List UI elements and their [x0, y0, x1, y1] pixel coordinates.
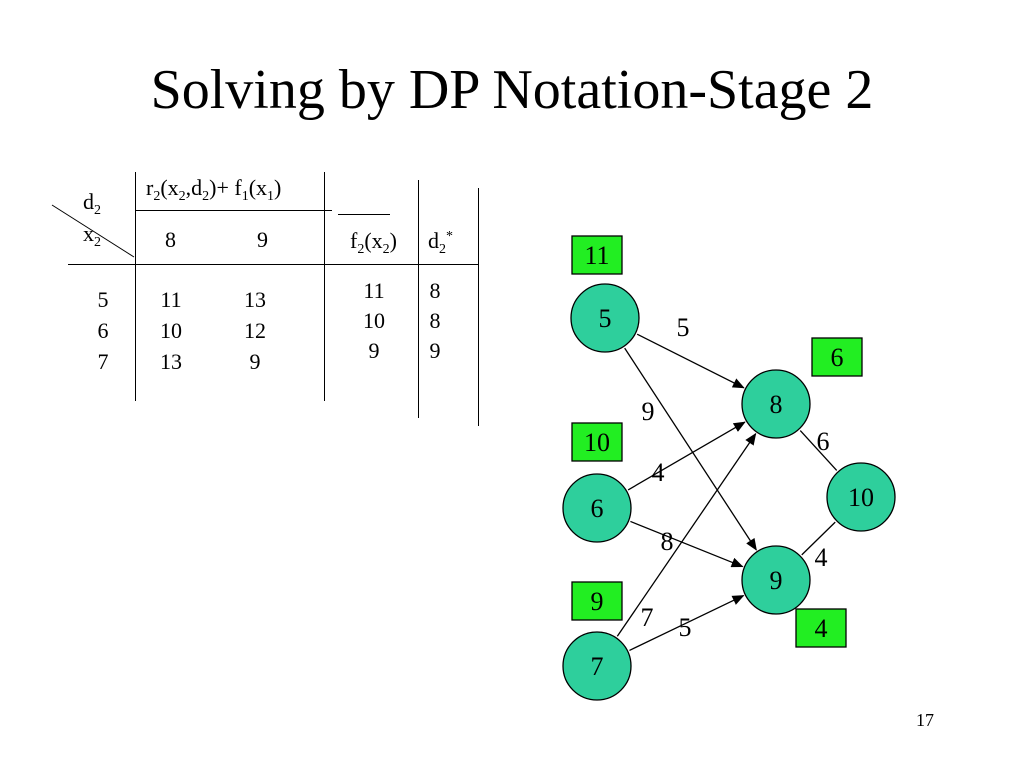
vline-2 — [324, 172, 325, 401]
edge-weight-7-8: 7 — [641, 603, 654, 632]
table-cell: 8 — [429, 278, 441, 303]
value-box-5 — [571, 235, 623, 275]
node-label-7: 7 — [591, 652, 604, 681]
node-5 — [570, 283, 640, 353]
edge-5-9 — [624, 347, 757, 551]
node-10 — [826, 462, 896, 532]
slide-title: Solving by DP Notation-Stage 2 — [150, 59, 874, 121]
value-box-label-6: 10 — [584, 428, 610, 457]
edge-6-8 — [627, 421, 746, 491]
dstar-header: d2* — [428, 228, 453, 257]
node-label-5: 5 — [599, 304, 612, 333]
col-x: 5 6 7 — [92, 284, 114, 377]
value-box-label-5: 11 — [584, 241, 609, 270]
table-cell: 13 — [244, 287, 266, 312]
edge-7-8 — [616, 432, 757, 637]
edge-8-10 — [799, 430, 838, 471]
header-rule-bottom — [68, 264, 479, 265]
edge-weight-5-8: 5 — [677, 313, 690, 342]
col-9: 13 12 9 — [238, 284, 272, 377]
node-6 — [562, 473, 632, 543]
table-cell: 10 — [363, 308, 385, 333]
value-box-9 — [795, 608, 847, 648]
table-cell: 6 — [97, 318, 109, 343]
node-8 — [741, 369, 811, 439]
r-header: r2(x2,d2)+ f1(x1) — [146, 175, 282, 204]
edge-weight-6-8: 4 — [652, 458, 665, 487]
table-cell: 9 — [368, 338, 380, 363]
edge-weight-8-10: 6 — [817, 427, 830, 456]
vline-1 — [135, 172, 136, 401]
col-f2: 11 10 9 — [357, 276, 391, 366]
value-box-label-7: 9 — [591, 587, 604, 616]
table-cell: 12 — [244, 318, 266, 343]
col-8: 11 10 13 — [154, 284, 188, 377]
node-7 — [562, 631, 632, 701]
edge-7-9 — [629, 595, 745, 651]
edge-5-8 — [636, 333, 745, 389]
value-box-6 — [571, 422, 623, 462]
table-cell: 11 — [160, 287, 182, 312]
table-cell: 7 — [97, 349, 109, 374]
vline-3 — [418, 180, 419, 418]
edge-6-9 — [630, 520, 744, 568]
table-cell: 8 — [429, 308, 441, 333]
vline-4 — [478, 188, 479, 426]
edge-weight-6-9: 8 — [661, 527, 674, 556]
slide-number: 17 — [916, 710, 934, 730]
value-box-7 — [571, 581, 623, 621]
f-header: f2(x2) — [350, 228, 397, 257]
table-cell: 5 — [97, 287, 109, 312]
col-dstar: 8 8 9 — [424, 276, 446, 366]
table-cell: 9 — [249, 349, 261, 374]
header-rule-top-right — [338, 214, 390, 215]
decision-9-header: 9 — [257, 227, 268, 252]
node-label-6: 6 — [591, 494, 604, 523]
header-rule-top — [136, 210, 332, 211]
node-label-10: 10 — [848, 483, 874, 512]
table-cell: 11 — [363, 278, 385, 303]
value-box-8 — [811, 337, 863, 377]
edge-weight-5-9: 9 — [642, 397, 655, 426]
value-box-label-9: 4 — [815, 614, 828, 643]
table-cell: 13 — [160, 349, 182, 374]
edge-weight-9-10: 4 — [815, 543, 828, 572]
table-cell: 10 — [160, 318, 182, 343]
value-box-label-8: 6 — [831, 343, 844, 372]
decision-8-header: 8 — [165, 227, 176, 252]
table-cell: 9 — [429, 338, 441, 363]
edge-weight-7-9: 5 — [679, 613, 692, 642]
node-label-9: 9 — [770, 566, 783, 595]
edge-9-10 — [801, 521, 836, 556]
node-9 — [741, 545, 811, 615]
node-label-8: 8 — [770, 390, 783, 419]
